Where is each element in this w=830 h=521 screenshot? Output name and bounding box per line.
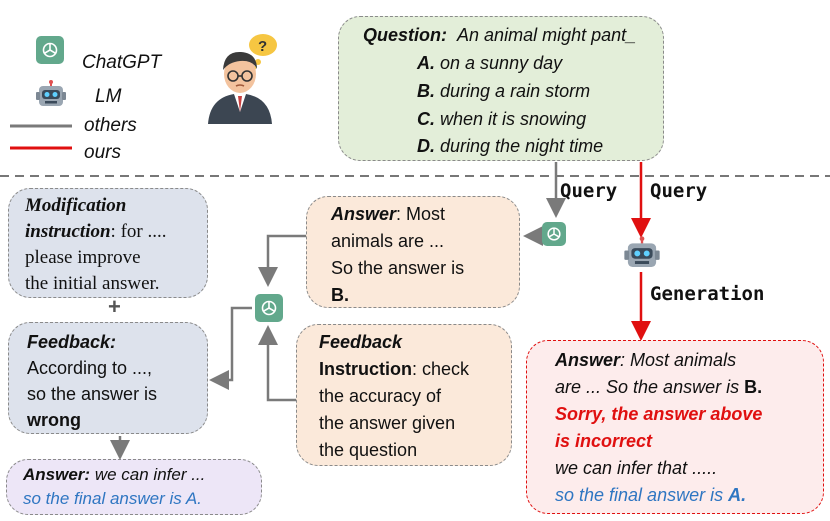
answer-right-incorrect: is incorrect — [555, 431, 653, 451]
answer-left-line2: so the final answer is A. — [23, 489, 202, 508]
question-label: Question — [363, 25, 442, 45]
option-d: D. during the night time — [417, 136, 604, 156]
feedback-instruction-box: Feedback Instruction: check the accuracy… — [296, 324, 512, 466]
feedback-instruction-line5: the question — [319, 440, 418, 460]
gpt-to-feedback-arrow — [209, 306, 252, 390]
chatgpt-icon — [542, 222, 566, 246]
option-c: C. when it is snowing — [417, 109, 587, 129]
chatgpt-icon — [255, 294, 283, 322]
question-text: An animal might pant_ — [457, 25, 637, 45]
modification-line4: the initial answer. — [25, 273, 160, 294]
answer-left-box: Answer: we can infer ... so the final an… — [6, 459, 262, 515]
query-label-right: Query — [650, 180, 708, 202]
robot-icon — [622, 236, 662, 272]
legend-lm-label: LM — [95, 86, 122, 107]
legend-ours-label: ours — [84, 142, 121, 163]
thinking-person-icon: ? — [196, 32, 292, 124]
feedback-line2: According to ..., — [27, 358, 153, 378]
option-a: A. on a sunny day — [417, 53, 563, 73]
modification-label: Modification — [25, 195, 127, 216]
feedback-line3: so the answer is — [27, 384, 158, 404]
answer-right-sorry: Sorry, the answer above — [555, 404, 763, 424]
feedback-box: Feedback: According to ..., so the answe… — [8, 322, 208, 434]
plus-sign: + — [108, 294, 121, 319]
query-label-left: Query — [560, 180, 618, 202]
feedback-line4: wrong — [27, 410, 81, 430]
answer-right-box: Answer: Most animals are ... So the answ… — [526, 340, 824, 514]
modification-line3: please improve — [25, 247, 141, 268]
robot-icon — [34, 80, 68, 110]
answer-mid-line4: B. — [331, 285, 349, 305]
answer-left-label: Answer — [23, 465, 85, 484]
answer-mid-label: Answer — [331, 204, 397, 224]
instruction-to-gpt-arrow — [258, 325, 296, 402]
answer-mid-line2: animals are ... — [331, 231, 445, 251]
legend-others-label: others — [84, 115, 137, 136]
feedback-instruction-label: Feedback — [319, 332, 403, 352]
answer-mid-box: Answer: Most animals are ... So the answ… — [306, 196, 520, 308]
option-b: B. during a rain storm — [417, 81, 591, 101]
generation-label: Generation — [650, 283, 765, 305]
modification-rest: : for .... — [110, 221, 167, 242]
svg-text:?: ? — [258, 38, 267, 55]
question-box: Question: An animal might pant_ A. on a … — [338, 16, 664, 161]
answer-to-gpt-arrow — [258, 234, 306, 287]
answer-mid-line3: So the answer is — [331, 258, 465, 278]
legend-chatgpt-label: ChatGPT — [82, 52, 162, 73]
feedback-instruction-line4: the answer given — [319, 413, 456, 433]
answer-right-label: Answer — [555, 350, 621, 370]
feedback-instruction-line3: the accuracy of — [319, 386, 442, 406]
answer-right-line5: we can infer that ..... — [555, 458, 718, 478]
feedback-label: Feedback — [27, 332, 111, 352]
modification-box: Modification instruction: for .... pleas… — [8, 188, 208, 298]
chatgpt-icon — [36, 36, 64, 64]
